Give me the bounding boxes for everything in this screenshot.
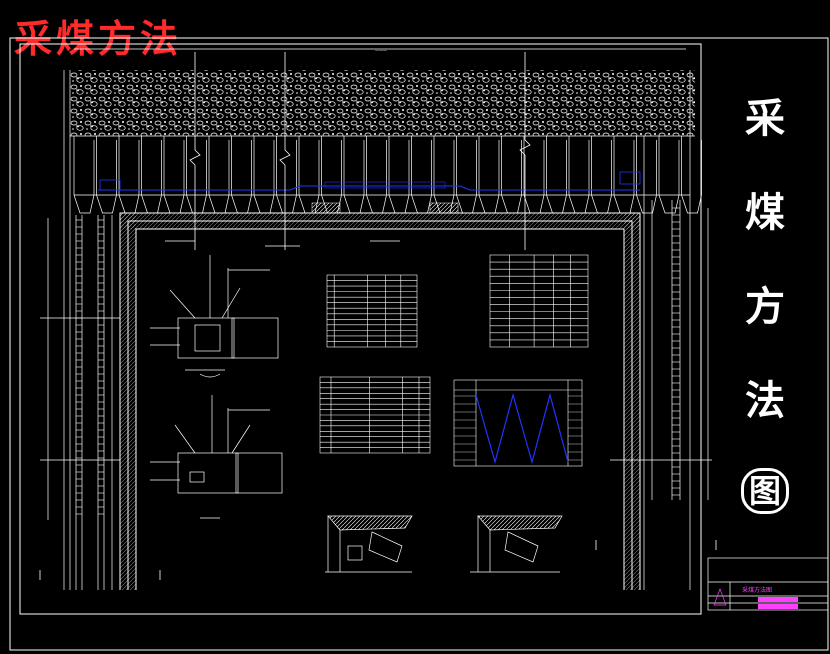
data-tables <box>319 254 589 454</box>
support-shield <box>523 136 545 214</box>
side-title-char: 方 <box>745 284 785 330</box>
table-frame <box>489 254 589 348</box>
section-view-right <box>470 515 563 573</box>
support-shield <box>118 136 140 214</box>
outer-border <box>9 37 829 651</box>
support-shield <box>681 136 702 214</box>
support-shield <box>501 136 522 214</box>
side-title-char: 法 <box>745 378 785 424</box>
side-title-char: 煤 <box>745 190 785 236</box>
conveyor-line <box>98 185 640 191</box>
title-block-drawing-name: 采煤方法图 <box>742 587 773 594</box>
support-shield <box>613 136 635 214</box>
support-shield <box>591 136 612 214</box>
support-shield <box>456 136 477 214</box>
support-shield <box>478 136 500 214</box>
support-shield <box>253 136 275 214</box>
side-title-char: 采 <box>745 96 785 142</box>
floor-hatch-1 <box>311 202 341 214</box>
support-shield <box>276 136 297 214</box>
support-shield <box>321 136 342 214</box>
left-roadway <box>40 70 120 590</box>
support-shield <box>343 136 365 214</box>
roadway-outer <box>119 212 641 590</box>
section-marks <box>39 540 717 580</box>
break-lines <box>165 52 531 250</box>
support-shield <box>658 136 680 214</box>
support-shield <box>366 136 387 214</box>
side-title: 采 煤 方 法 图 <box>735 72 795 514</box>
support-shield <box>388 136 410 214</box>
support-shield <box>298 136 320 214</box>
cycle-chart <box>453 379 583 467</box>
support-shield <box>186 136 207 214</box>
section-view-left <box>325 515 413 573</box>
support-shield <box>433 136 455 214</box>
hydraulic-supports-row <box>73 136 702 214</box>
support-shield <box>411 136 432 214</box>
support-shield <box>636 136 657 214</box>
support-shield <box>163 136 185 214</box>
support-shield <box>231 136 252 214</box>
support-shield <box>141 136 162 214</box>
shearer-left <box>99 179 121 191</box>
table-frame <box>326 274 418 348</box>
support-shield <box>568 136 590 214</box>
shearer-right <box>619 171 641 185</box>
inner-border <box>19 43 702 615</box>
support-shield <box>208 136 230 214</box>
support-shield <box>546 136 567 214</box>
title-block <box>707 557 829 611</box>
caved-roof-rock <box>70 70 695 136</box>
support-shield <box>96 136 117 214</box>
side-title-char: 图 <box>741 468 789 514</box>
support-detail-lower <box>150 395 283 519</box>
support-detail-upper <box>150 255 279 378</box>
support-shield <box>73 136 95 214</box>
top-dimension-label: ——— <box>375 48 387 53</box>
floor-hatch-2 <box>429 202 459 214</box>
